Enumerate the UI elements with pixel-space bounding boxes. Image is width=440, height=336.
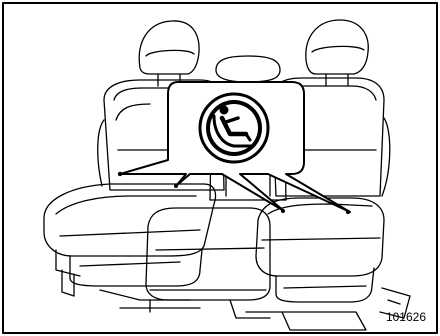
child-seat-anchor-icon <box>200 94 268 162</box>
right-seat-cushion <box>256 198 384 302</box>
left-headrest <box>139 21 199 86</box>
left-seat-cushion <box>44 184 216 286</box>
figure-number: 101626 <box>386 310 426 324</box>
right-headrest <box>306 20 368 86</box>
